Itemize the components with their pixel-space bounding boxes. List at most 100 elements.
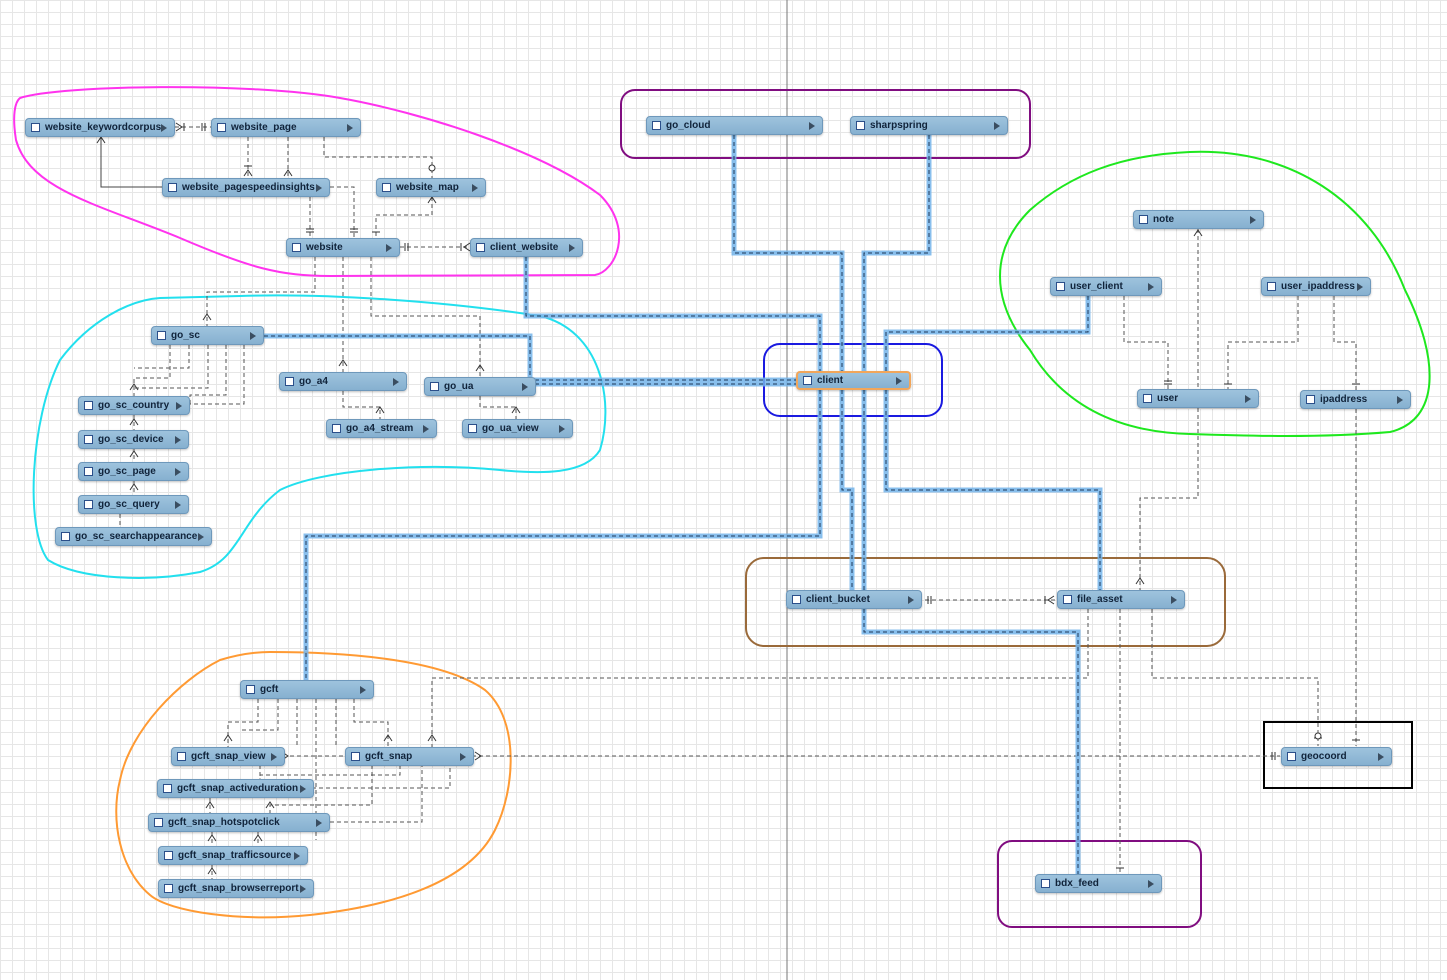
entity-note[interactable]: note <box>1133 210 1264 229</box>
expand-arrow-icon[interactable] <box>1148 282 1154 291</box>
table-icon <box>168 183 177 192</box>
entity-website-keywordcorpus[interactable]: website_keywordcorpus <box>25 118 175 137</box>
expand-arrow-icon[interactable] <box>460 752 466 761</box>
entity-user[interactable]: user <box>1137 389 1259 408</box>
expand-arrow-icon[interactable] <box>559 424 565 433</box>
entity-label: go_ua <box>444 381 474 392</box>
entity-go-sc[interactable]: go_sc <box>151 326 264 345</box>
entity-label: gcft_snap <box>365 751 413 762</box>
entity-gcft-snap[interactable]: gcft_snap <box>345 747 474 766</box>
expand-arrow-icon[interactable] <box>175 500 181 509</box>
entity-label: gcft_snap_view <box>191 751 266 762</box>
table-icon <box>476 243 485 252</box>
entity-file-asset[interactable]: file_asset <box>1057 590 1185 609</box>
expand-arrow-icon[interactable] <box>360 685 366 694</box>
entity-gcft-snap-view[interactable]: gcft_snap_view <box>171 747 285 766</box>
table-icon <box>84 401 93 410</box>
entity-go-ua-view[interactable]: go_ua_view <box>462 419 573 438</box>
entity-gcft-snap-trafficsource[interactable]: gcft_snap_trafficsource <box>158 846 308 865</box>
table-icon <box>84 435 93 444</box>
expand-arrow-icon[interactable] <box>1378 752 1384 761</box>
entity-label: go_sc_device <box>98 434 164 445</box>
entity-label: gcft_snap_activeduration <box>177 783 299 794</box>
expand-arrow-icon[interactable] <box>522 382 528 391</box>
gcft-group-outline <box>115 650 512 919</box>
entity-sharpspring[interactable]: sharpspring <box>850 116 1008 135</box>
expand-arrow-icon[interactable] <box>271 752 277 761</box>
expand-arrow-icon[interactable] <box>472 183 478 192</box>
entity-user-client[interactable]: user_client <box>1050 277 1162 296</box>
entity-go-sc-page[interactable]: go_sc_page <box>78 462 189 481</box>
entity-website[interactable]: website <box>286 238 400 257</box>
entity-website-page[interactable]: website_page <box>211 118 361 137</box>
expand-arrow-icon[interactable] <box>1148 879 1154 888</box>
table-icon <box>1143 394 1152 403</box>
entity-client-website[interactable]: client_website <box>470 238 583 257</box>
entity-gcft[interactable]: gcft <box>240 680 374 699</box>
entity-label: go_sc_query <box>98 499 160 510</box>
expand-arrow-icon[interactable] <box>347 123 353 132</box>
expand-arrow-icon[interactable] <box>393 377 399 386</box>
expand-arrow-icon[interactable] <box>316 183 322 192</box>
expand-arrow-icon[interactable] <box>175 435 181 444</box>
expand-arrow-icon[interactable] <box>316 818 322 827</box>
user-group-outline <box>999 150 1431 437</box>
expand-arrow-icon[interactable] <box>569 243 575 252</box>
entity-label: website_page <box>231 122 297 133</box>
table-icon <box>351 752 360 761</box>
expand-arrow-icon[interactable] <box>161 123 167 132</box>
entity-label: gcft_snap_browserreport <box>178 883 299 894</box>
expand-arrow-icon[interactable] <box>1397 395 1403 404</box>
bdx-group-outline <box>997 840 1202 928</box>
expand-arrow-icon[interactable] <box>175 467 181 476</box>
entity-client[interactable]: client <box>796 371 911 390</box>
entity-geocoord[interactable]: geocoord <box>1281 747 1392 766</box>
expand-arrow-icon[interactable] <box>908 595 914 604</box>
expand-arrow-icon[interactable] <box>423 424 429 433</box>
expand-arrow-icon[interactable] <box>809 121 815 130</box>
entity-go-sc-country[interactable]: go_sc_country <box>78 396 190 415</box>
entity-label: user_ipaddress <box>1281 281 1355 292</box>
entity-bdx-feed[interactable]: bdx_feed <box>1035 874 1162 893</box>
expand-arrow-icon[interactable] <box>1250 215 1256 224</box>
entity-label: user <box>1157 393 1179 404</box>
entity-go-sc-device[interactable]: go_sc_device <box>78 430 189 449</box>
table-icon <box>332 424 341 433</box>
entity-go-ua[interactable]: go_ua <box>424 377 536 396</box>
entity-client-bucket[interactable]: client_bucket <box>786 590 922 609</box>
expand-arrow-icon[interactable] <box>300 784 306 793</box>
table-icon <box>164 851 173 860</box>
expand-arrow-icon[interactable] <box>176 401 182 410</box>
expand-arrow-icon[interactable] <box>386 243 392 252</box>
entity-label: go_cloud <box>666 120 711 131</box>
table-icon <box>1041 879 1050 888</box>
expand-arrow-icon[interactable] <box>1171 595 1177 604</box>
expand-arrow-icon[interactable] <box>198 532 204 541</box>
expand-arrow-icon[interactable] <box>300 884 306 893</box>
table-icon <box>382 183 391 192</box>
entity-website-map[interactable]: website_map <box>376 178 486 197</box>
expand-arrow-icon[interactable] <box>994 121 1000 130</box>
entity-gcft-snap-browserreport[interactable]: gcft_snap_browserreport <box>158 879 314 898</box>
entity-user-ipaddress[interactable]: user_ipaddress <box>1261 277 1371 296</box>
table-icon <box>84 500 93 509</box>
entity-go-a4-stream[interactable]: go_a4_stream <box>326 419 437 438</box>
expand-arrow-icon[interactable] <box>294 851 300 860</box>
table-icon <box>61 532 70 541</box>
expand-arrow-icon[interactable] <box>896 376 902 385</box>
entity-gcft-snap-activeduration[interactable]: gcft_snap_activeduration <box>157 779 314 798</box>
entity-website-pagespeedinsights[interactable]: website_pagespeedinsights <box>162 178 330 197</box>
expand-arrow-icon[interactable] <box>1245 394 1251 403</box>
entity-label: file_asset <box>1077 594 1123 605</box>
expand-arrow-icon[interactable] <box>250 331 256 340</box>
entity-go-cloud[interactable]: go_cloud <box>646 116 823 135</box>
entity-go-a4[interactable]: go_a4 <box>279 372 407 391</box>
expand-arrow-icon[interactable] <box>1357 282 1363 291</box>
entity-ipaddress[interactable]: ipaddress <box>1300 390 1411 409</box>
table-icon <box>246 685 255 694</box>
entity-go-sc-searchappearance[interactable]: go_sc_searchappearance <box>55 527 212 546</box>
table-icon <box>1306 395 1315 404</box>
entity-label: ipaddress <box>1320 394 1368 405</box>
entity-gcft-snap-hotspotclick[interactable]: gcft_snap_hotspotclick <box>148 813 330 832</box>
entity-go-sc-query[interactable]: go_sc_query <box>78 495 189 514</box>
